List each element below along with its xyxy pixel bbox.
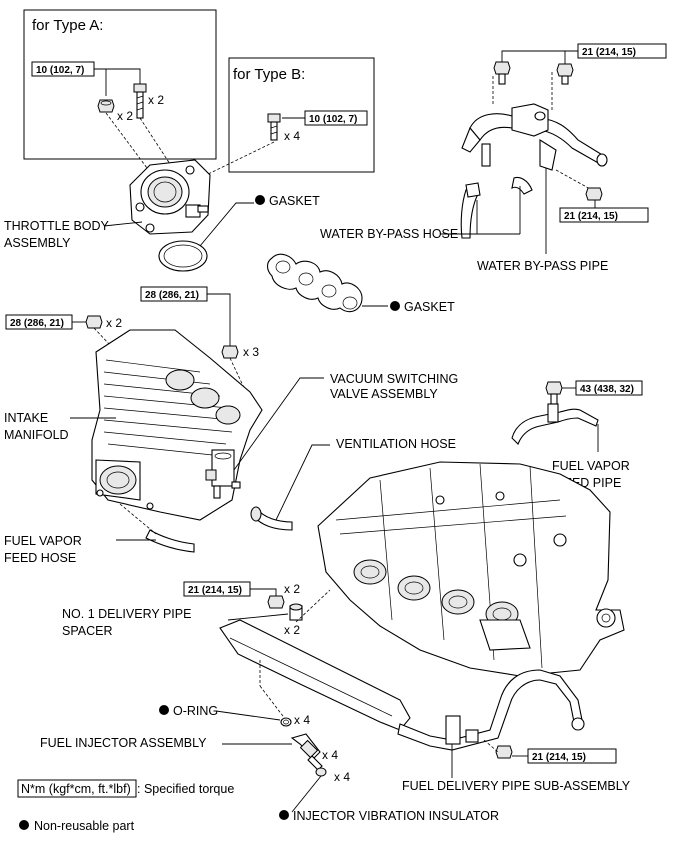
quantity-label: x 4 [334, 770, 350, 784]
quantity-label: x 4 [284, 129, 300, 143]
vsv-label: VALVE ASSEMBLY [330, 387, 438, 401]
quantity-label: x 3 [243, 345, 259, 359]
quantity-label: x 2 [284, 623, 300, 637]
quantity-label: x 2 [117, 109, 133, 123]
gasket-label: GASKET [269, 194, 320, 208]
manifold-gasket-illustration [266, 253, 363, 313]
vsv-label: VACUUM SWITCHING [330, 372, 458, 386]
fuel-vapor-feed-hose-illustration [145, 529, 195, 553]
water-bypass-pipe-illustration [461, 103, 608, 171]
delivery-pipe-label: FUEL DELIVERY PIPE SUB-ASSEMBLY [402, 779, 631, 793]
bolt-icon [221, 345, 239, 359]
o-ring-label: O-RING [173, 704, 218, 718]
type-b-title: for Type B: [233, 66, 305, 83]
fuel-delivery-pipe-illustration [219, 619, 585, 751]
intake-manifold-label: MANIFOLD [4, 428, 69, 442]
throttle-body-label: THROTTLE BODY [4, 219, 110, 233]
torque-key: N*m (kgf*cm, ft.*lbf) [21, 782, 131, 796]
torque-label: 21 (214, 15) [582, 47, 636, 58]
quantity-label: x 4 [294, 713, 310, 727]
torque-label: 28 (286, 21) [10, 318, 64, 329]
fuel-vapor-feed-hose-label: FUEL VAPOR [4, 534, 82, 548]
torque-label: 43 (438, 32) [580, 384, 634, 395]
fuel-injector-illustration [290, 733, 323, 771]
type-a-title: for Type A: [32, 17, 103, 34]
nut-icon [97, 99, 115, 113]
torque-label: 10 (102, 7) [309, 114, 357, 125]
quantity-label: x 2 [148, 93, 164, 107]
intake-manifold-illustration [91, 329, 263, 521]
bolt-icon [495, 745, 513, 759]
throttle-gasket-illustration [158, 240, 208, 272]
torque-label: 21 (214, 15) [188, 585, 242, 596]
torque-label: 10 (102, 7) [36, 65, 84, 76]
bolt-icon [493, 61, 511, 85]
fuel-injector-label: FUEL INJECTOR ASSEMBLY [40, 736, 207, 750]
quantity-label: x 4 [322, 748, 338, 762]
non-reusable-icon [390, 301, 400, 311]
throttle-body-label: ASSEMBLY [4, 236, 71, 250]
bolt-icon [556, 63, 574, 85]
bolt-icon [133, 83, 147, 119]
water-bypass-hose-label: WATER BY-PASS HOSE [320, 227, 458, 241]
type-b-frame: for Type B: 10 (102, 7) x 4 [199, 57, 375, 179]
type-a-frame: for Type A: 10 (102, 7) x 2 x 2 [23, 9, 217, 173]
bolt-icon [545, 381, 563, 405]
o-ring-icon [280, 717, 292, 727]
spacer-label: SPACER [62, 624, 112, 638]
non-reusable-label: Non-reusable part [34, 819, 135, 833]
quantity-label: x 2 [106, 316, 122, 330]
non-reusable-icon [279, 810, 289, 820]
non-reusable-icon [19, 820, 29, 830]
intake-manifold-label: INTAKE [4, 411, 48, 425]
throttle-body-illustration [129, 159, 211, 235]
insulator-label: INJECTOR VIBRATION INSULATOR [293, 809, 499, 823]
spacer-icon [289, 603, 303, 621]
water-bypass-pipe-label: WATER BY-PASS PIPE [477, 259, 608, 273]
non-reusable-icon [159, 705, 169, 715]
gasket-label: GASKET [404, 300, 455, 314]
nut-icon [585, 187, 603, 201]
vacuum-switching-valve-illustration [205, 449, 241, 499]
torque-label: 21 (214, 15) [532, 752, 586, 763]
water-bypass-hose-illustration [460, 176, 533, 239]
torque-label: 21 (214, 15) [564, 211, 618, 222]
ventilation-hose-label: VENTILATION HOSE [336, 437, 456, 451]
torque-label: 28 (286, 21) [145, 290, 199, 301]
non-reusable-icon [255, 195, 265, 205]
fuel-vapor-feed-hose-label: FEED HOSE [4, 551, 76, 565]
nut-icon [85, 315, 103, 329]
spacer-label: NO. 1 DELIVERY PIPE [62, 607, 191, 621]
fuel-vapor-feed-pipe-label: FUEL VAPOR [552, 459, 630, 473]
ventilation-hose-illustration [250, 506, 293, 531]
quantity-label: x 2 [284, 582, 300, 596]
bolt-icon [267, 595, 285, 609]
torque-desc: : Specified torque [137, 782, 234, 796]
insulator-icon [315, 767, 327, 777]
legend: N*m (kgf*cm, ft.*lbf) : Specified torque… [17, 779, 234, 833]
engine-cylinder-head-illustration [317, 461, 625, 677]
fuel-vapor-feed-pipe-illustration [511, 403, 599, 445]
bolt-icon [267, 113, 281, 141]
